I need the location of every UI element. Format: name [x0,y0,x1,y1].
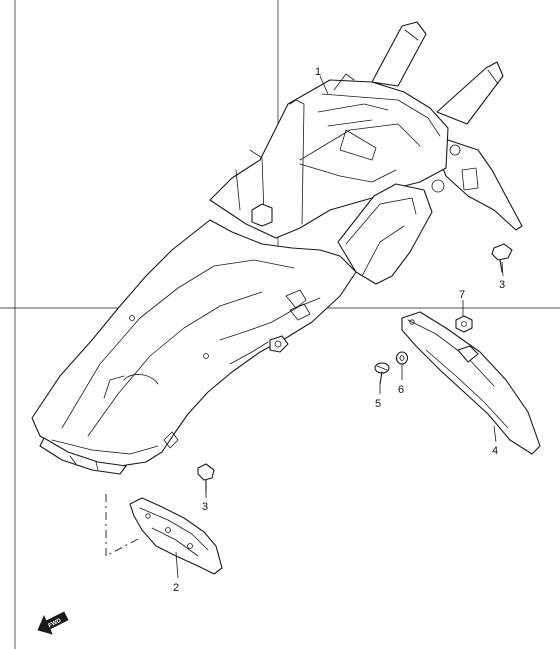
forward-arrow-label: FWD [48,618,63,630]
screw-5 [374,362,390,385]
callout-1: 1 [315,66,321,78]
callout-2: 2 [173,582,179,594]
nut-7 [455,315,473,333]
callout-3-upper: 3 [499,279,505,291]
rear-fender-assembly [31,21,523,475]
washer-6 [395,351,409,365]
forward-arrow: FWD [37,611,69,635]
callout-6: 6 [398,384,404,396]
bolt-3-lower [197,463,215,493]
side-cover [401,311,541,455]
forward-arrow-icon [37,611,69,635]
lower-mudguard [129,497,223,575]
callout-7: 7 [459,289,465,301]
callout-labels: 1 2 3 3 4 5 6 7 [173,66,505,594]
callout-4: 4 [492,445,498,457]
callout-3-lower: 3 [202,501,208,513]
bolt-3-upper [491,243,513,273]
leader-lines [105,75,504,579]
callout-5: 5 [375,398,381,410]
